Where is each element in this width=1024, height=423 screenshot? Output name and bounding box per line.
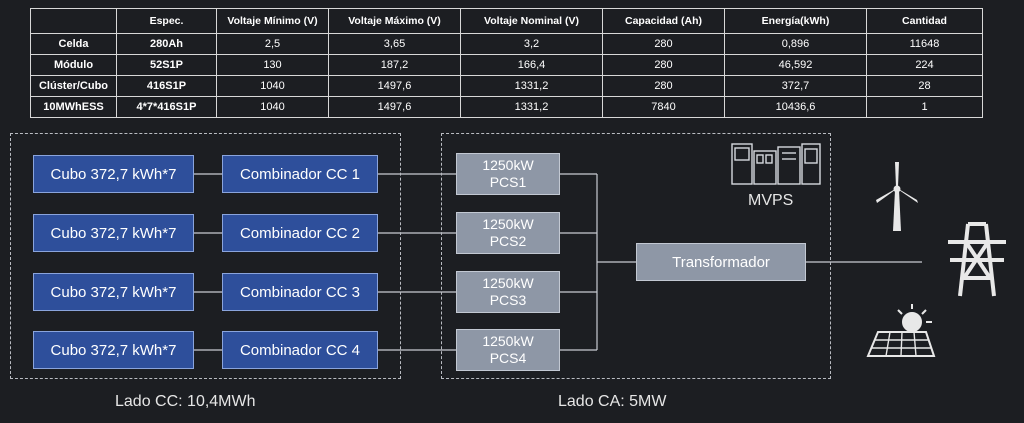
header-cell: Voltaje Máximo (V)	[328, 8, 461, 34]
row-label: 10MWhESS	[30, 96, 117, 118]
combiner-label: Combinador CC 3	[239, 283, 361, 301]
table-cell: 1040	[216, 96, 329, 118]
table-row: 10MWhESS 4*7*416S1P 1040 1497,6 1331,2 7…	[30, 96, 983, 118]
cube-box: Cubo 372,7 kWh*7	[33, 273, 194, 311]
table-header-row: Espec. Voltaje Mínimo (V) Voltaje Máximo…	[30, 8, 983, 34]
pcs-power: 1250kW	[482, 333, 534, 349]
dc-side-zone	[10, 133, 401, 379]
spec-table: Espec. Voltaje Mínimo (V) Voltaje Máximo…	[30, 8, 983, 118]
cube-label: Cubo 372,7 kWh*7	[50, 165, 177, 183]
wind-turbine-icon	[876, 162, 918, 231]
table-row: Clúster/Cubo 416S1P 1040 1497,6 1331,2 2…	[30, 75, 983, 97]
table-cell: 52S1P	[116, 54, 217, 76]
pcs-power: 1250kW	[482, 275, 534, 291]
combiner-box: Combinador CC 1	[222, 155, 378, 193]
table-cell: 1497,6	[328, 96, 461, 118]
header-cell: Cantidad	[866, 8, 983, 34]
pcs-box: 1250kW PCS3	[456, 271, 560, 313]
pcs-box: 1250kW PCS2	[456, 212, 560, 254]
combiner-label: Combinador CC 1	[239, 165, 361, 183]
transformer-box: Transformador	[636, 243, 806, 281]
mvps-label: MVPS	[748, 192, 794, 209]
pcs-box: 1250kW PCS4	[456, 329, 560, 371]
header-cell: Energía(kWh)	[724, 8, 867, 34]
ac-side-label: Lado CA: 5MW	[558, 393, 667, 410]
table-cell: 7840	[602, 96, 725, 118]
table-cell: 1331,2	[460, 75, 603, 97]
cube-label: Cubo 372,7 kWh*7	[50, 224, 177, 242]
cube-box: Cubo 372,7 kWh*7	[33, 331, 194, 369]
pcs-name: PCS2	[489, 233, 527, 249]
cube-box: Cubo 372,7 kWh*7	[33, 214, 194, 252]
cube-label: Cubo 372,7 kWh*7	[50, 283, 177, 301]
combiner-box: Combinador CC 3	[222, 273, 378, 311]
table-cell: 1	[866, 96, 983, 118]
table-cell: 4*7*416S1P	[116, 96, 217, 118]
combiner-box: Combinador CC 2	[222, 214, 378, 252]
combiner-label: Combinador CC 4	[239, 341, 361, 359]
pcs-power: 1250kW	[482, 157, 534, 173]
pcs-box: 1250kW PCS1	[456, 153, 560, 195]
pcs-name: PCS4	[489, 350, 527, 366]
cube-box: Cubo 372,7 kWh*7	[33, 155, 194, 193]
pcs-name: PCS3	[489, 292, 527, 308]
row-label: Módulo	[30, 54, 117, 76]
table-cell: 280Ah	[116, 33, 217, 55]
solar-panel-icon	[866, 304, 936, 357]
table-cell: 11648	[866, 33, 983, 55]
dc-side-label: Lado CC: 10,4MWh	[115, 393, 256, 410]
header-cell: Voltaje Nominal (V)	[460, 8, 603, 34]
ac-side-zone	[441, 133, 831, 379]
pcs-name: PCS1	[489, 174, 527, 190]
table-cell: 224	[866, 54, 983, 76]
cube-label: Cubo 372,7 kWh*7	[50, 341, 177, 359]
combiner-box: Combinador CC 4	[222, 331, 378, 369]
transmission-tower-icon	[948, 222, 1006, 297]
mvps-cabinet-icon	[731, 143, 821, 185]
table-cell: 0,896	[724, 33, 867, 55]
header-cell: Capacidad (Ah)	[602, 8, 725, 34]
pcs-power: 1250kW	[482, 216, 534, 232]
combiner-label: Combinador CC 2	[239, 224, 361, 242]
transformer-label: Transformador	[672, 253, 770, 271]
